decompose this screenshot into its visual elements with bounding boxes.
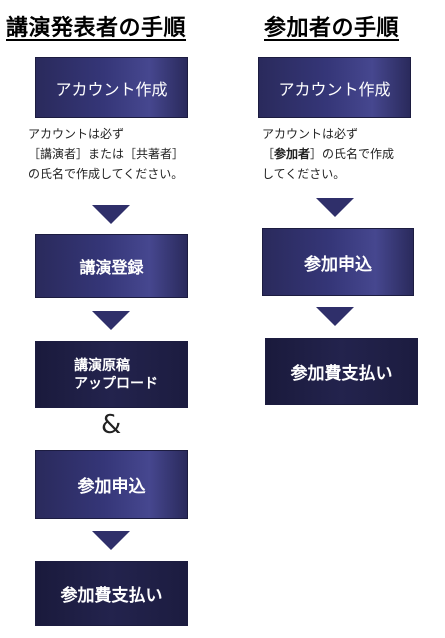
presenter-steps-heading: 講演発表者の手順 bbox=[6, 16, 187, 41]
presenter-upload-manuscript-step: 講演原稿 アップロード bbox=[35, 341, 188, 408]
presenter-pay-fee-step: 参加費支払い bbox=[35, 561, 188, 626]
presenter-register-talk-label: 講演登録 bbox=[79, 258, 144, 277]
participant-account-note: アカウントは必ず ［参加者］の氏名で作成 してください。 bbox=[262, 124, 394, 184]
presenter-upload-line1: 講演原稿 bbox=[74, 357, 130, 374]
participant-steps-heading: 参加者の手順 bbox=[264, 16, 400, 41]
participant-note-bracket-open: ［ bbox=[262, 147, 275, 161]
participant-note-line2-rest: ］の氏名で作成 bbox=[310, 147, 395, 161]
participant-note-emphasis: 参加者 bbox=[274, 147, 311, 161]
participant-apply-step: 参加申込 bbox=[262, 228, 414, 296]
presenter-arrow-1 bbox=[92, 205, 130, 224]
presenter-create-account-label: アカウント作成 bbox=[55, 79, 168, 99]
participant-pay-fee-label: 参加費支払い bbox=[290, 364, 393, 384]
participant-create-account-step: アカウント作成 bbox=[258, 57, 411, 118]
presenter-account-note: アカウントは必ず ［講演者］または［共著者］ の氏名で作成してください。 bbox=[28, 124, 184, 184]
presenter-note-line3: の氏名で作成してください。 bbox=[28, 167, 184, 181]
participant-note-line1: アカウントは必ず bbox=[262, 127, 359, 141]
presenter-upload-line2: アップロード bbox=[74, 375, 158, 392]
participant-create-account-label: アカウント作成 bbox=[278, 79, 391, 99]
participant-note-line2: ［参加者］の氏名で作成 bbox=[262, 144, 394, 164]
participant-arrow-2 bbox=[316, 307, 354, 326]
participant-note-line3: してください。 bbox=[262, 167, 346, 181]
ampersand-symbol: & bbox=[101, 410, 122, 440]
presenter-arrow-2 bbox=[92, 311, 130, 330]
presenter-apply-step: 参加申込 bbox=[35, 450, 188, 519]
presenter-apply-label: 参加申込 bbox=[77, 477, 146, 497]
presenter-register-talk-step: 講演登録 bbox=[35, 234, 188, 298]
presenter-pay-fee-label: 参加費支払い bbox=[60, 586, 163, 606]
participant-apply-label: 参加申込 bbox=[304, 254, 372, 275]
presenter-note-line1: アカウントは必ず bbox=[28, 127, 125, 141]
participant-pay-fee-step: 参加費支払い bbox=[265, 338, 418, 405]
presenter-arrow-3 bbox=[92, 531, 130, 550]
participant-arrow-1 bbox=[316, 198, 354, 217]
presenter-create-account-step: アカウント作成 bbox=[35, 57, 188, 118]
presenter-note-line2: ［講演者］または［共著者］ bbox=[28, 147, 185, 161]
